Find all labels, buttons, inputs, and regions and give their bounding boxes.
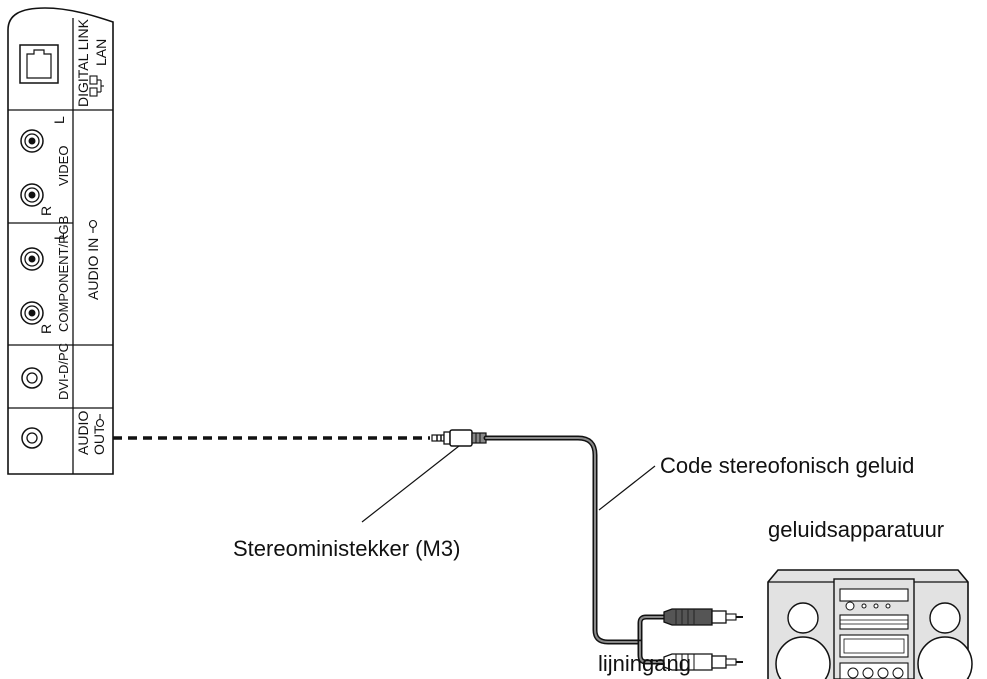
rca-plug-red	[663, 608, 743, 626]
stereo-cable	[483, 435, 671, 665]
minijack-dvi-pc-icon	[21, 367, 43, 389]
lan-port-icon	[19, 44, 59, 84]
audio-equipment-icon	[767, 569, 973, 679]
video-l-label: L	[51, 116, 67, 124]
video-r-label: R	[38, 206, 54, 216]
audio-in-label: AUDIO IN	[85, 238, 101, 300]
audio-out-label-1: AUDIO	[75, 411, 91, 455]
rear-panel: DIGITAL LINK LAN L R VIDEO L R COMPONENT…	[7, 7, 114, 475]
line-in-label: lijningang	[598, 651, 691, 676]
stereo-mini-plug	[431, 429, 487, 447]
audio-out-label-2: OUT	[91, 425, 107, 455]
rca-jack-video-r-icon	[20, 183, 44, 207]
plug-leader-line	[361, 445, 460, 523]
cable-label: Code stereofonisch geluid	[660, 453, 914, 478]
rca-jack-component-l-icon	[20, 247, 44, 271]
rca-plug-white	[663, 653, 743, 671]
video-label: VIDEO	[56, 146, 71, 186]
rca-jack-component-r-icon	[20, 301, 44, 325]
component-l-label: L	[51, 232, 67, 240]
component-rgb-label: COMPONENT/RGB	[56, 216, 71, 332]
audio-in-icon	[88, 219, 98, 233]
audio-out-icon	[95, 414, 105, 428]
cable-leader-line	[598, 465, 656, 511]
component-r-label: R	[38, 324, 54, 334]
minijack-audio-out-icon	[21, 427, 43, 449]
digital-link-label: DIGITAL LINK	[75, 18, 91, 107]
device-label: geluidsapparatuur	[768, 517, 944, 542]
network-icon	[89, 75, 104, 97]
lan-label: LAN	[93, 39, 109, 66]
plug-label: Stereoministekker (M3)	[233, 536, 460, 561]
dvi-pc-label: DVI-D/PC	[56, 343, 71, 400]
rca-jack-video-l-icon	[20, 129, 44, 153]
